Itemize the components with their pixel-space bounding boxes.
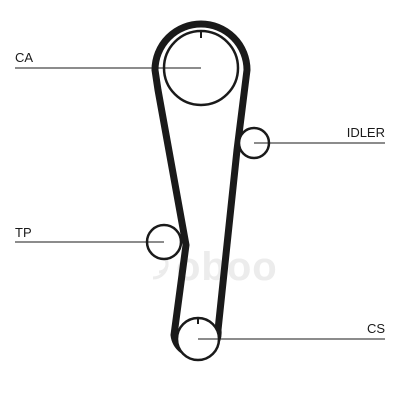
label-tp: TP bbox=[15, 225, 32, 240]
label-idler: IDLER bbox=[347, 125, 385, 140]
label-ca: CA bbox=[15, 50, 33, 65]
timing-belt bbox=[151, 20, 251, 359]
label-cs: CS bbox=[367, 321, 385, 336]
